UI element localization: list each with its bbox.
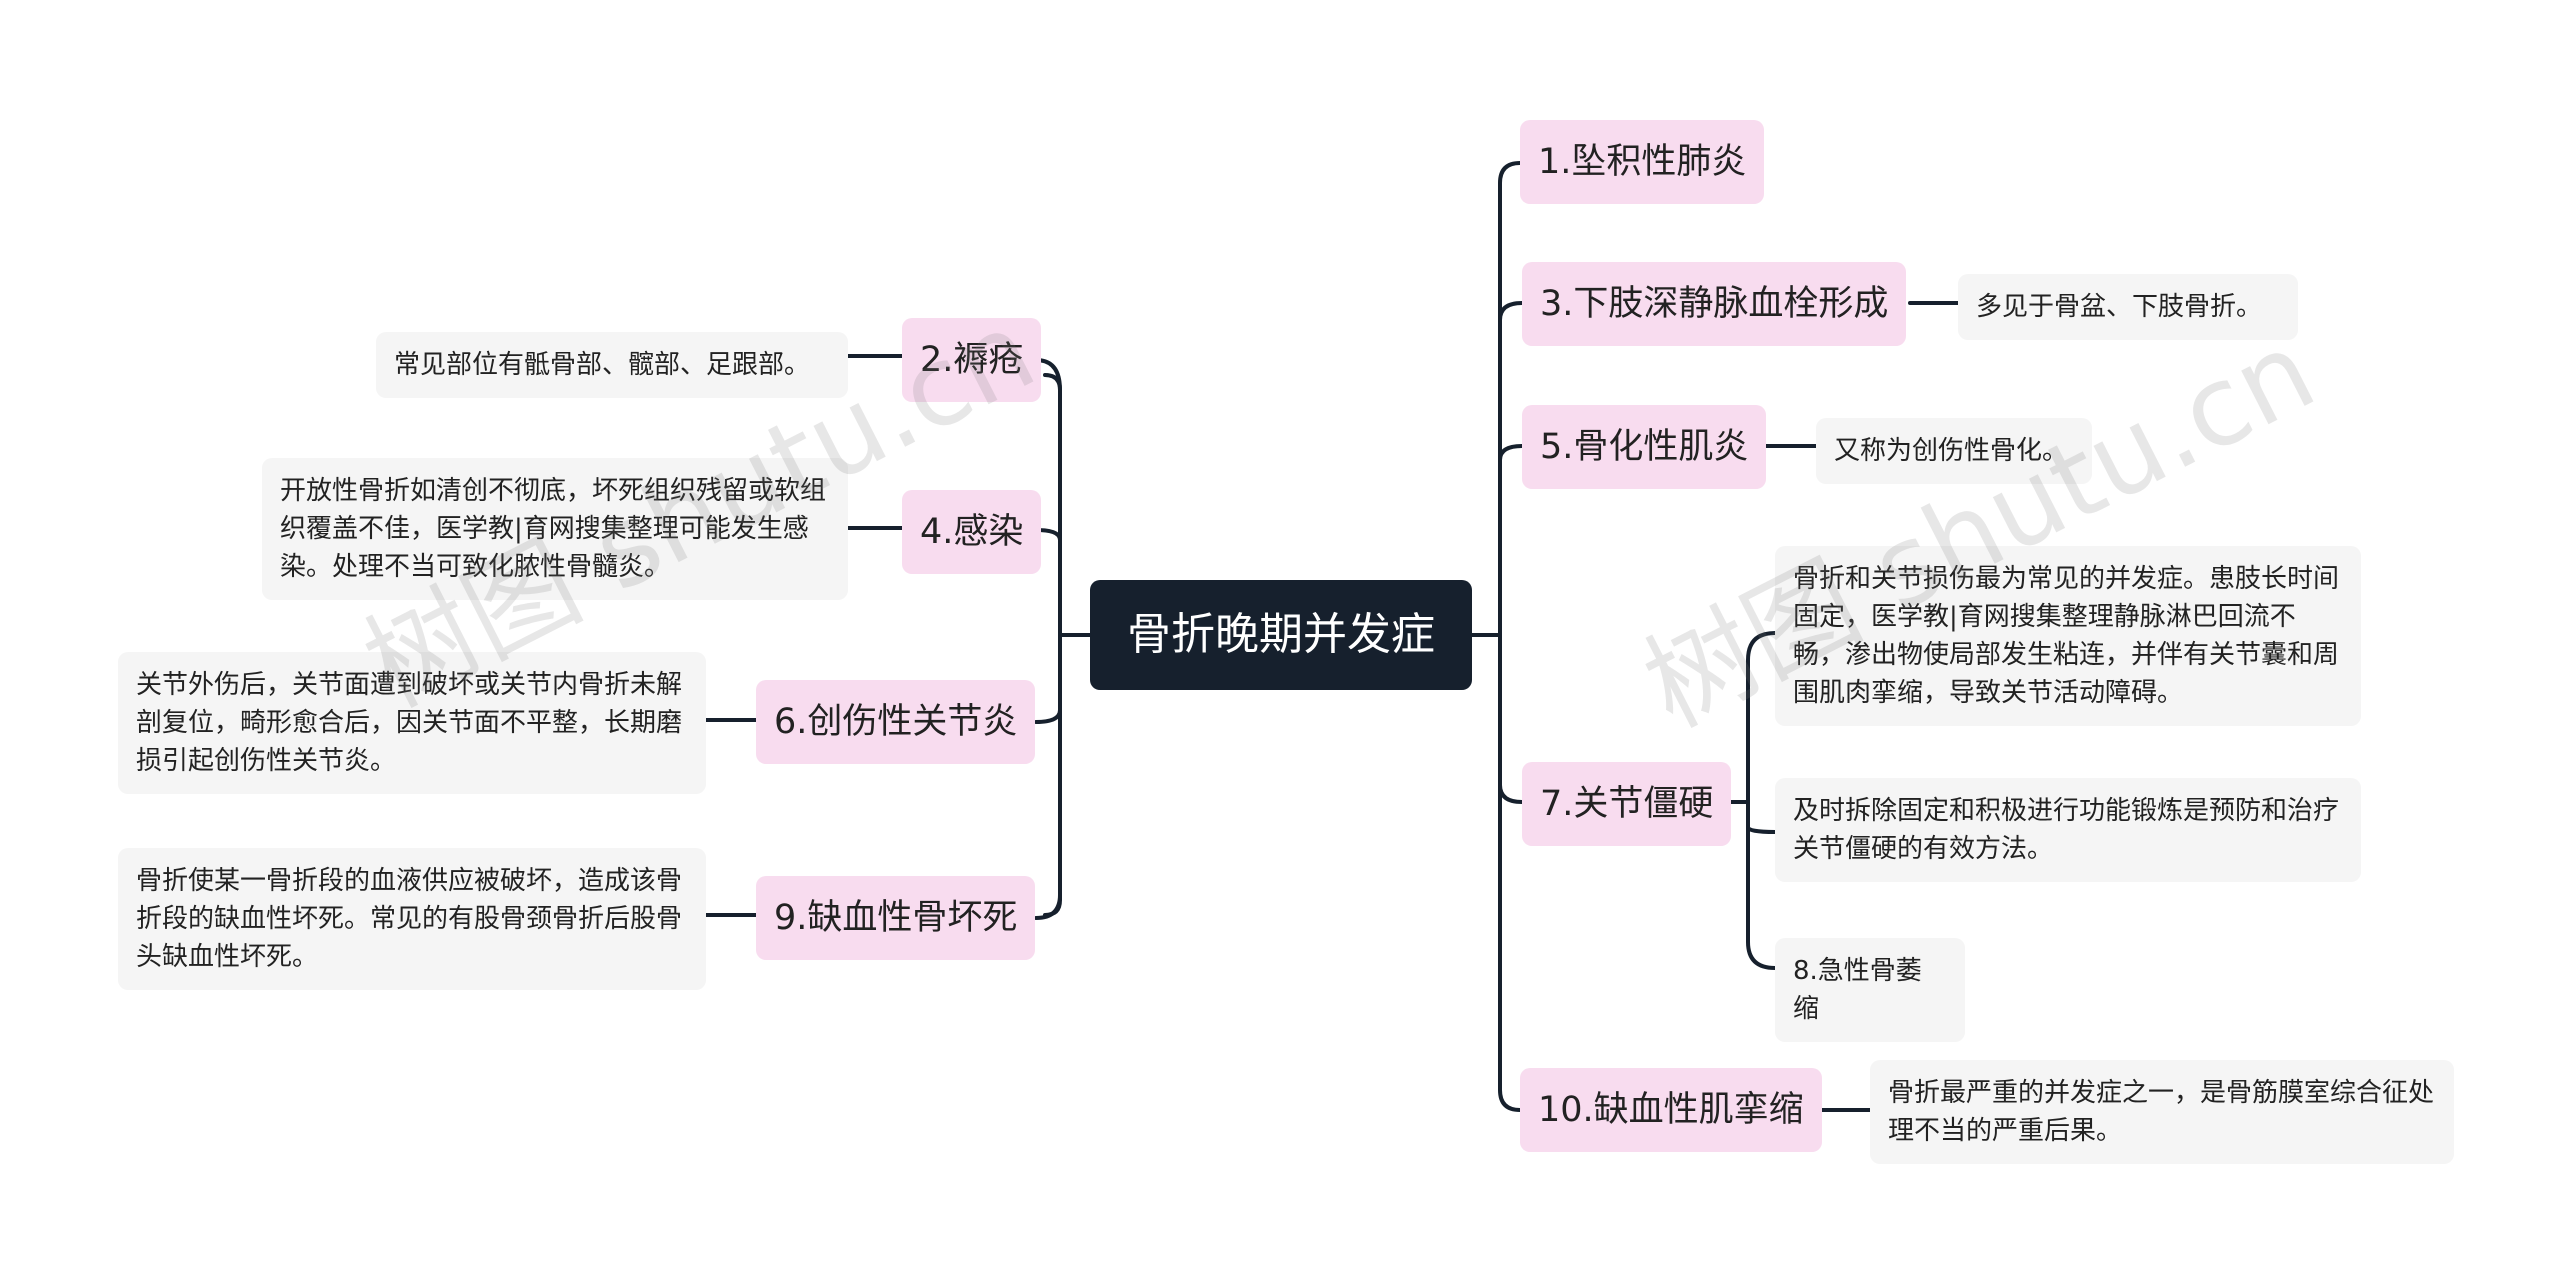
connector-right-3 [1498, 301, 1524, 322]
connector-left-6 [1034, 708, 1062, 724]
note-joint-stiffness-prevention: 及时拆除固定和积极进行功能锻炼是预防和治疗关节僵硬的有效方法。 [1775, 778, 2361, 882]
topic-ischemic-contracture[interactable]: 10.缺血性肌挛缩 [1520, 1068, 1822, 1152]
topic-bedsore[interactable]: 2.褥疮 [902, 318, 1042, 402]
topic-traumatic-arthritis[interactable]: 6.创伤性关节炎 [756, 680, 1036, 764]
connector-left-9 [1034, 893, 1062, 920]
topic-joint-stiffness[interactable]: 7.关节僵硬 [1522, 762, 1732, 846]
note-traumatic-arthritis: 关节外伤后，关节面遭到破坏或关节内骨折未解剖复位，畸形愈合后，因关节面不平整，长… [118, 652, 706, 794]
topic-hypostatic-pneumonia[interactable]: 1.坠积性肺炎 [1520, 120, 1765, 204]
note-acute-bone-atrophy: 8.急性骨萎缩 [1775, 938, 1965, 1042]
topic-myositis-ossificans[interactable]: 5.骨化性肌炎 [1522, 405, 1767, 489]
note-myositis-ossificans: 又称为创伤性骨化。 [1816, 418, 2092, 484]
note-joint-stiffness-cause: 骨折和关节损伤最为常见的并发症。患肢长时间固定，医学教|育网搜集整理静脉淋巴回流… [1775, 546, 2361, 726]
topic-dvt[interactable]: 3.下肢深静脉血栓形成 [1522, 262, 1907, 346]
note-ischemic-contracture: 骨折最严重的并发症之一，是骨筋膜室综合征处理不当的严重后果。 [1870, 1060, 2454, 1164]
note-avascular-necrosis: 骨折使某一骨折段的血液供应被破坏，造成该骨折段的缺血性坏死。常见的有股骨颈骨折后… [118, 848, 706, 990]
connector-right-trunk [1498, 161, 1522, 1112]
connector-right-7 [1498, 783, 1524, 804]
connector-7-note2 [1746, 825, 1777, 834]
topic-avascular-necrosis[interactable]: 9.缺血性骨坏死 [756, 876, 1036, 960]
connector-left-trunk [1043, 373, 1062, 917]
connector-right-5 [1498, 444, 1524, 462]
root-node[interactable]: 骨折晚期并发症 [1090, 580, 1472, 690]
note-dvt: 多见于骨盆、下肢骨折。 [1958, 274, 2298, 340]
connector-7-branches [1746, 631, 1777, 970]
topic-infection[interactable]: 4.感染 [902, 490, 1042, 574]
note-bedsore: 常见部位有骶骨部、髋部、足跟部。 [376, 332, 848, 398]
note-infection: 开放性骨折如清创不彻底，坏死组织残留或软组织覆盖不佳，医学教|育网搜集整理可能发… [262, 458, 848, 600]
